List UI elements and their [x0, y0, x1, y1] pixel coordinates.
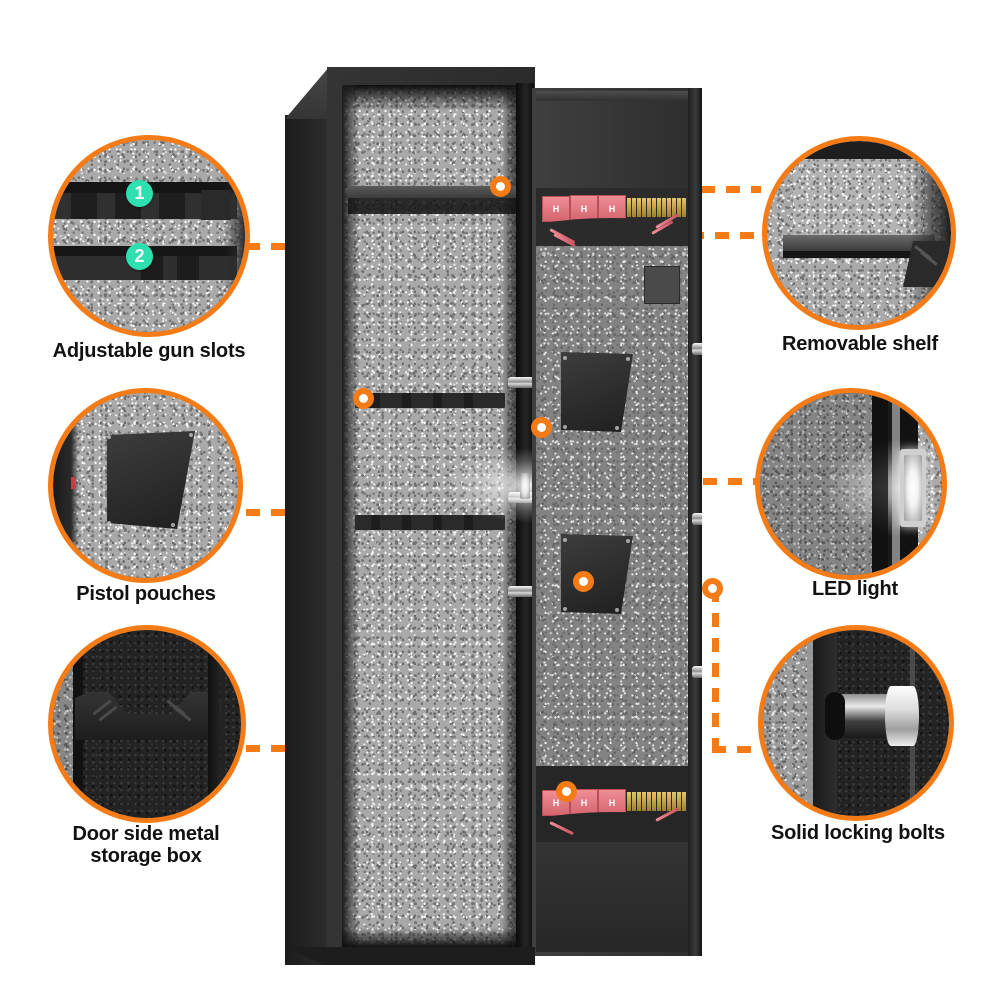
ammo-box-letter: H: [608, 797, 616, 808]
callout-image-solid-locking-bolts: [758, 625, 954, 821]
connector-led-tail: [653, 478, 763, 485]
callout-image-led-light: [755, 388, 947, 580]
door-bottom-panel: [536, 842, 691, 952]
gun-slot-rack-upper: [355, 393, 505, 408]
ammo-shell-row: [627, 792, 689, 811]
safe-door: H H H: [532, 88, 702, 956]
callout-image-removable-shelf: [762, 136, 956, 330]
marker-storage-box: [556, 781, 577, 802]
callout-label-removable-shelf: Removable shelf: [782, 333, 938, 355]
ammo-box-letter: H: [580, 797, 588, 808]
marker-pistol-pouches: [573, 571, 594, 592]
marker-gun-slots: [353, 388, 374, 409]
locking-bolt-head: [885, 686, 919, 746]
pistol-pouch-lower: [561, 534, 633, 614]
ammo-box-letter: H: [552, 204, 560, 214]
lock-mechanism-panel: [644, 266, 680, 304]
connector-bolts-tail: [712, 746, 762, 753]
cavity-bottom-shadow: [342, 927, 522, 947]
led-light-source: [520, 473, 530, 499]
connector-bolts-drop: [712, 588, 719, 753]
callout-label-door-side-metal-storage-box: Door side metal storage box: [72, 823, 220, 867]
door-ammo-pocket-lower: H H H: [536, 766, 691, 842]
removable-shelf-closeup: [783, 235, 935, 251]
door-felt-lining: [536, 246, 691, 766]
door-ammo-pocket-upper: H H H: [536, 188, 691, 246]
safe-base-plinth: [285, 947, 535, 965]
safe-left-side-panel: [285, 115, 327, 965]
marker-locking-bolts: [702, 578, 723, 599]
badge-number-2: 2: [126, 243, 153, 270]
callout-image-pistol-pouches: [48, 388, 243, 583]
callout-label-adjustable-gun-slots: Adjustable gun slots: [52, 340, 246, 362]
door-bolt-1: [692, 343, 702, 355]
shelf-shadow: [348, 198, 520, 214]
callout-label-led-light: LED light: [812, 578, 898, 600]
door-bolt-2: [692, 513, 702, 525]
frame-bolt-1: [508, 377, 534, 388]
door-bolt-3: [692, 666, 702, 678]
pistol-pouch-upper: [561, 352, 633, 432]
callout-label-pistol-pouches: Pistol pouches: [76, 583, 216, 605]
ammo-box-letter: H: [580, 203, 588, 214]
callout-image-adjustable-gun-slots: 1 2: [48, 135, 250, 337]
gun-slot-rack-lower: [355, 515, 505, 530]
marker-removable-shelf: [490, 176, 511, 197]
frame-bolt-3: [508, 586, 534, 597]
ammo-box-letter: H: [552, 798, 560, 808]
callout-label-solid-locking-bolts: Solid locking bolts: [771, 822, 945, 844]
ammo-box-letter: H: [608, 203, 616, 214]
ammo-shell-row: [627, 198, 689, 217]
callout-image-door-side-metal-storage-box: [48, 625, 246, 823]
marker-led-light: [531, 417, 552, 438]
cavity-left-shadow: [342, 85, 360, 947]
product-gun-safe: H H H: [280, 55, 710, 965]
door-top-bevel: [536, 91, 691, 101]
badge-number-1: 1: [126, 180, 153, 207]
cavity-top-shadow: [342, 85, 522, 111]
removable-shelf: [348, 186, 520, 198]
